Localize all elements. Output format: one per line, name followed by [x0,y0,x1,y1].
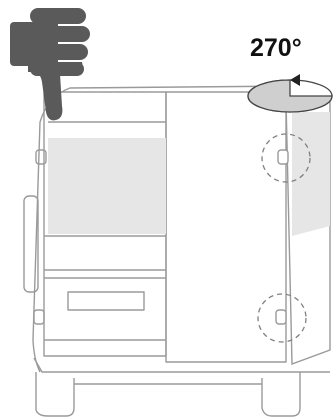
rotation-sweep [247,79,333,113]
left-wheel-outline [35,372,75,417]
thumbs-down-palm [28,22,58,72]
rotation-indicator: 270° [247,34,333,113]
right-hinge-lower [275,309,287,325]
lower-hinge-marker [257,293,307,343]
van-body [23,85,331,417]
van-bumper [33,357,330,373]
left-hinge-upper [35,149,47,165]
thumbs-down-thumb [28,62,83,121]
left-door-window [48,138,166,234]
hinge-markers [257,133,311,343]
thumbs-down-icon [10,8,90,121]
right-hinge-upper [277,149,289,165]
right-door-glass [292,112,330,236]
left-tail-light [23,195,39,293]
van-left-side [32,121,41,373]
license-plate [67,291,145,311]
right-wheel-outline [261,372,301,417]
thumbs-down-cuff [10,22,32,66]
upper-hinge-marker [261,133,311,183]
right-door-opening [165,91,287,363]
left-hinge-lower [33,309,45,325]
angle-label: 270° [250,34,302,62]
thumbs-down-finger-1 [30,8,86,24]
rotation-arrow-icon [290,74,300,86]
right-door-opened [275,99,331,365]
